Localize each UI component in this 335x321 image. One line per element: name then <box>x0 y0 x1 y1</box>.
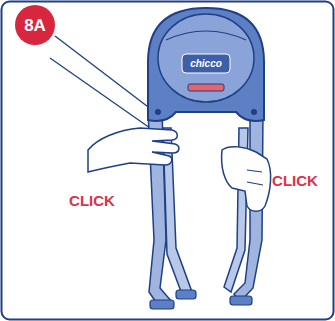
brand-logo: chicco <box>182 54 230 73</box>
click-label: CLICK <box>262 170 328 190</box>
arm-line <box>55 36 160 116</box>
step-number: 8A <box>24 17 46 34</box>
left-hand <box>88 128 179 172</box>
wheel-foot <box>230 296 252 305</box>
pivot <box>155 109 161 115</box>
right-hand <box>222 147 271 212</box>
click-label: CLICK <box>60 190 124 210</box>
fold-hub <box>148 8 264 121</box>
wheel-foot <box>176 290 196 299</box>
finger-line <box>247 170 263 185</box>
step-badge: 8A <box>14 4 56 46</box>
hub-detail <box>166 31 246 40</box>
hub-disc <box>158 14 254 102</box>
release-button <box>188 84 224 91</box>
arm-line <box>50 58 150 128</box>
wheel-foot <box>150 300 174 309</box>
logo-badge <box>182 54 230 73</box>
pivot <box>251 109 257 115</box>
badge-circle <box>15 5 55 45</box>
